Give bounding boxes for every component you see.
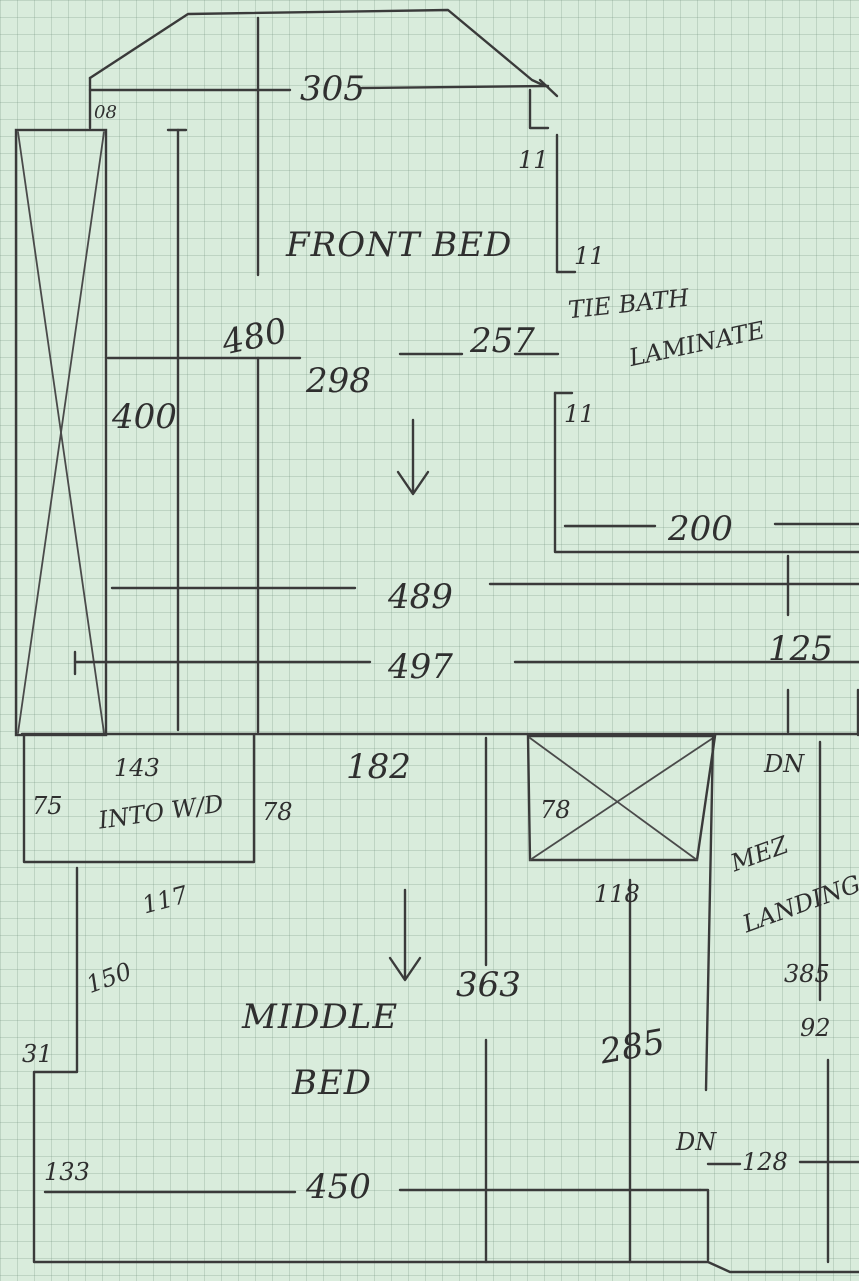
dim-08: 08: [94, 102, 117, 123]
dim-133: 133: [44, 1158, 90, 1186]
wd-cupboard: [22, 733, 256, 864]
arrow-head-middle: [388, 956, 422, 982]
dim-305: 305: [300, 69, 365, 109]
room-label-bed: BED: [292, 1063, 373, 1103]
right-wall-upper-notch: [528, 88, 550, 130]
dim-200: 200: [668, 509, 733, 549]
stair-void-cross-1: [529, 737, 698, 861]
room-label-front-bed: FRONT BED: [286, 225, 513, 265]
dim-298: 298: [306, 361, 371, 401]
dim-285: 285: [597, 1021, 668, 1073]
wardrobe-cross-2: [17, 131, 105, 734]
dim-363: 363: [456, 965, 521, 1005]
room-label-middle: MIDDLE: [242, 997, 399, 1037]
dim-182: 182: [346, 747, 411, 787]
dimension-line-305-right: [360, 84, 550, 90]
dim-11-mid: 11: [574, 242, 605, 270]
middle-bed-left-wall: [32, 866, 859, 1274]
dim-78-wd: 78: [262, 798, 293, 826]
dim-92: 92: [800, 1014, 831, 1042]
front-bed-top-outline: [88, 8, 547, 88]
dim-11-top: 11: [518, 146, 549, 174]
dim-118: 118: [594, 880, 640, 908]
dim-75: 75: [32, 792, 63, 820]
dim-257: 257: [470, 321, 535, 361]
dimension-tick-305-right: [538, 78, 559, 98]
dim-78-void: 78: [540, 796, 571, 824]
dim-497: 497: [388, 647, 453, 687]
dim-31: 31: [22, 1040, 53, 1068]
dim-128: 128: [742, 1148, 788, 1176]
landing-left-wall: [704, 736, 715, 1092]
arrow-head-front: [396, 470, 430, 496]
dim-385: 385: [784, 960, 830, 988]
dim-489: 489: [388, 577, 453, 617]
dim-125: 125: [768, 629, 833, 669]
right-wall-lower: [553, 391, 859, 554]
dim-450: 450: [306, 1167, 371, 1207]
dim-143: 143: [114, 754, 160, 782]
landing-bottom-step: [698, 1188, 710, 1262]
note-dn-upper: DN: [764, 750, 805, 778]
note-dn-lower: DN: [676, 1128, 717, 1156]
stair-void-cross-2: [529, 737, 714, 861]
dim-11-low: 11: [564, 400, 595, 428]
dim-400: 400: [112, 397, 177, 437]
